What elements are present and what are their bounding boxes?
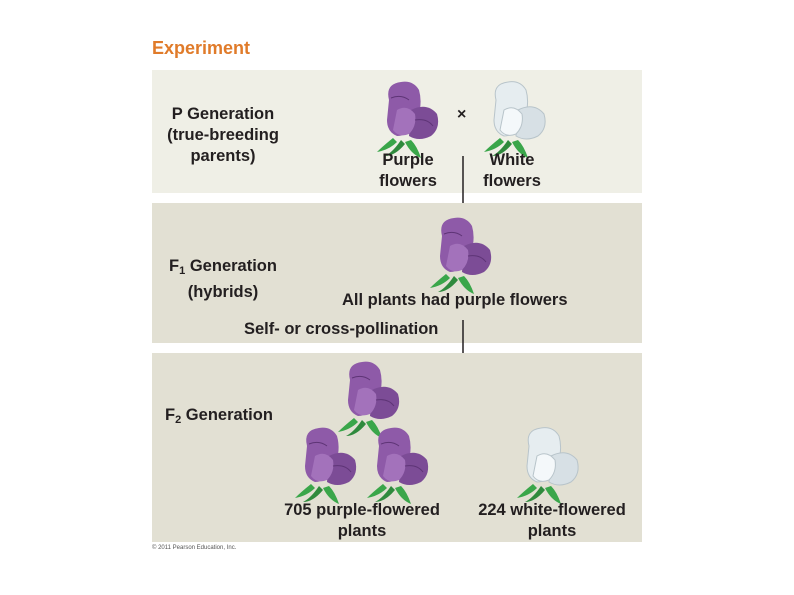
purple-count-line2: plants bbox=[337, 522, 387, 540]
f1-subscript: 1 bbox=[179, 265, 186, 277]
purple-flowers-label-line1: Purple bbox=[382, 151, 434, 169]
f2-subscript: 2 bbox=[175, 414, 182, 426]
pollination-label: Self- or cross-pollination bbox=[244, 320, 439, 338]
white-flower-icon bbox=[483, 81, 546, 159]
f2-purple-flower-icon bbox=[366, 427, 429, 505]
f1-generation-panel bbox=[152, 203, 642, 343]
f1-purple-flower-icon bbox=[429, 217, 492, 295]
white-count-label: 224 white-flowered plants bbox=[462, 500, 642, 542]
f1-prefix: F bbox=[169, 257, 180, 275]
f2-white-flower-icon bbox=[516, 427, 579, 505]
white-flowers-label-line1: White bbox=[489, 151, 535, 169]
copyright-text: © 2011 Pearson Education, Inc. bbox=[152, 545, 237, 551]
p-generation-label-line3: parents) bbox=[190, 147, 256, 165]
purple-count-label: 705 purple-flowered plants bbox=[272, 500, 452, 542]
f1-result-text: All plants had purple flowers bbox=[342, 291, 568, 309]
white-count-line2: plants bbox=[527, 522, 577, 540]
purple-count-line1: 705 purple-flowered bbox=[284, 501, 440, 519]
f2-prefix: F bbox=[165, 406, 176, 424]
f1-generation-label-line2: (hybrids) bbox=[187, 283, 259, 301]
white-flowers-label-line2: flowers bbox=[483, 172, 541, 190]
white-flowers-label: White flowers bbox=[470, 150, 554, 192]
p-generation-label-line2: (true-breeding bbox=[167, 126, 279, 144]
white-count-line1: 224 white-flowered bbox=[478, 501, 626, 519]
purple-flowers-label-line2: flowers bbox=[379, 172, 437, 190]
f1-generation-label: F1 Generation (hybrids) bbox=[158, 256, 288, 303]
p-generation-label-line1: P Generation bbox=[171, 105, 275, 123]
f2-suffix: Generation bbox=[181, 406, 273, 424]
cross-symbol: × bbox=[457, 106, 467, 123]
f1-suffix: Generation bbox=[185, 257, 277, 275]
f1-generation-label-line1: F1 Generation bbox=[158, 256, 288, 282]
experiment-title: Experiment bbox=[152, 38, 251, 58]
purple-flowers-label: Purple flowers bbox=[366, 150, 450, 192]
p-generation-label: P Generation (true-breeding parents) bbox=[158, 104, 288, 167]
purple-flower-icon bbox=[376, 81, 439, 159]
f2-purple-flower-icon bbox=[294, 427, 357, 505]
f2-generation-label: F2 Generation bbox=[165, 405, 273, 431]
